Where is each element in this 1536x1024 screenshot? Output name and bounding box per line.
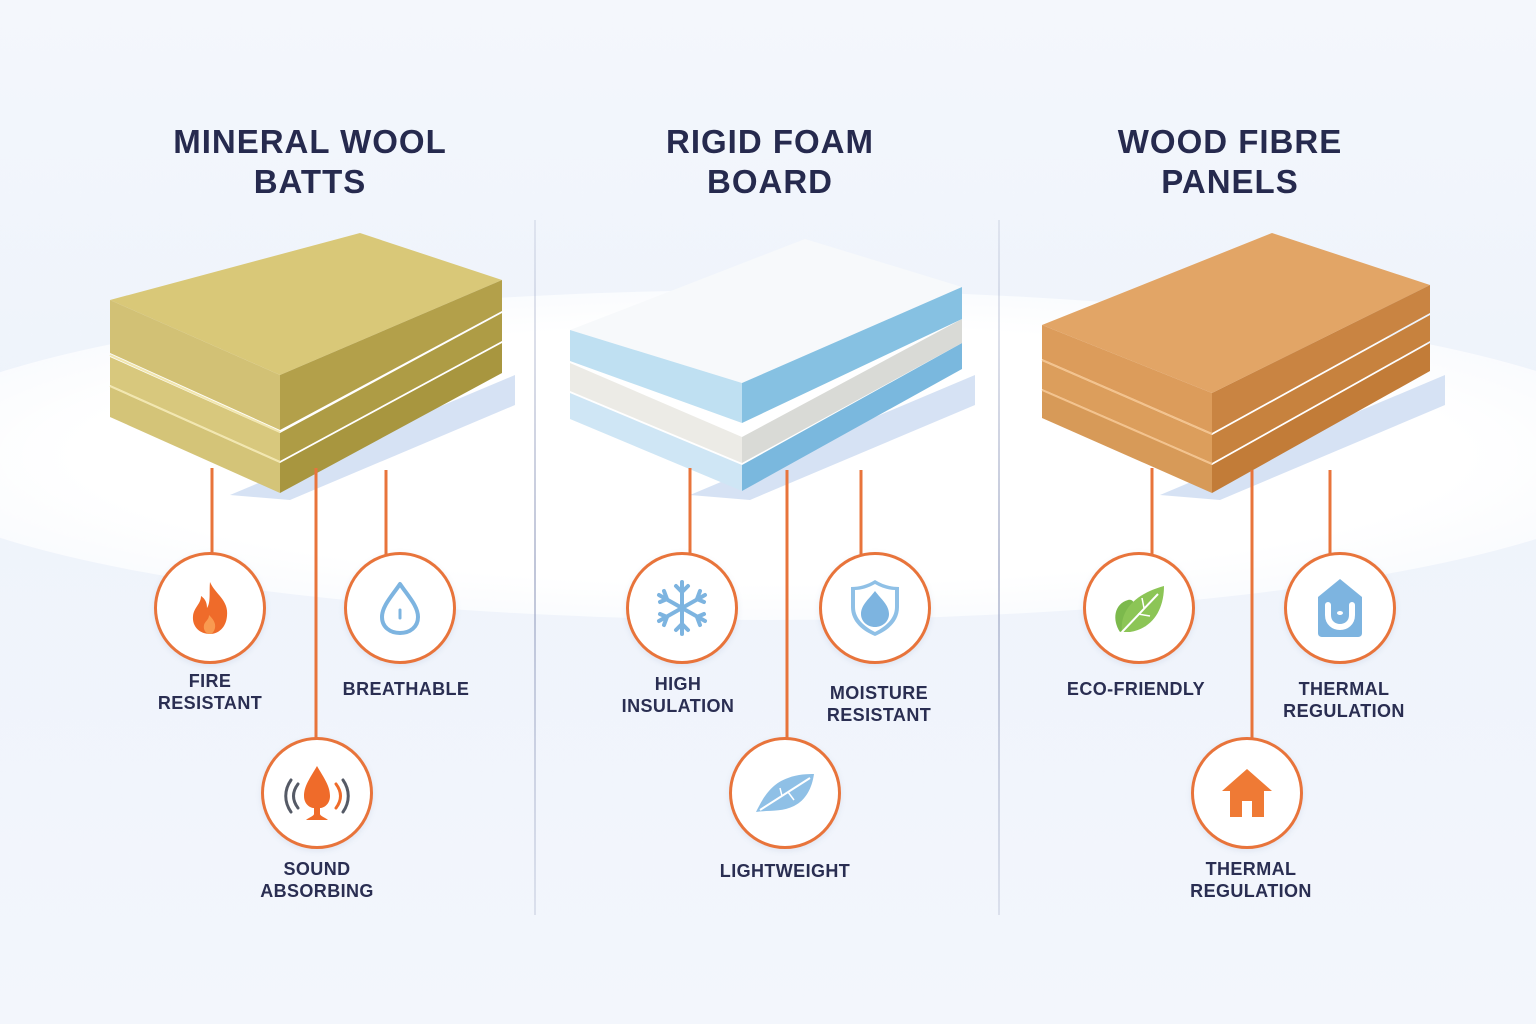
house-thermal-icon xyxy=(1318,579,1362,637)
column-title-wood-fibre: WOOD FIBRE PANELS xyxy=(1000,122,1460,202)
feature-moisture-resistant xyxy=(819,552,931,664)
feature-label: MOISTURE RESISTANT xyxy=(826,683,932,725)
connector-line xyxy=(785,470,789,740)
title-line-2: BATTS xyxy=(253,163,367,200)
column-title-rigid-foam: RIGID FOAM BOARD xyxy=(540,122,1000,202)
column-divider-2 xyxy=(998,220,1000,915)
title-line-1: RIGID FOAM xyxy=(666,123,874,160)
feature-thermal-regulation-2 xyxy=(1191,737,1303,849)
connector-line xyxy=(1250,470,1254,740)
feature-label: FIRE RESISTANT xyxy=(157,671,263,713)
house-icon xyxy=(1222,769,1272,817)
connector-line xyxy=(859,470,863,556)
title-line-1: WOOD FIBRE xyxy=(1117,123,1343,160)
feature-lightweight xyxy=(729,737,841,849)
title-line-1: MINERAL WOOL xyxy=(173,123,447,160)
column-divider-1 xyxy=(534,220,536,915)
connector-line xyxy=(314,468,318,740)
feature-label: LIGHTWEIGHT xyxy=(719,861,851,881)
mineral-wool-stack-image xyxy=(109,233,515,500)
feather-leaf-icon xyxy=(756,774,814,812)
connector-line xyxy=(1150,468,1154,554)
flame-icon xyxy=(192,582,228,634)
feature-eco-friendly xyxy=(1083,552,1195,664)
connector-line xyxy=(384,470,388,556)
connector-line xyxy=(1328,470,1332,556)
feature-label: HIGH INSULATION xyxy=(621,674,735,716)
feature-breathable xyxy=(344,552,456,664)
feature-label: BREATHABLE xyxy=(342,679,470,699)
feature-label: ECO-FRIENDLY xyxy=(1066,679,1206,699)
feature-sound-absorbing xyxy=(261,737,373,849)
wood-fibre-stack-image xyxy=(1041,233,1445,500)
feature-fire-resistant xyxy=(154,552,266,664)
feature-label: SOUND ABSORBING xyxy=(260,859,374,901)
feature-label: THERMAL REGULATION xyxy=(1190,859,1312,901)
column-title-mineral-wool: MINERAL WOOL BATTS xyxy=(80,122,540,202)
rigid-foam-stack-image xyxy=(570,239,975,500)
title-line-2: BOARD xyxy=(707,163,833,200)
leaf-icon xyxy=(1115,586,1164,633)
connector-line xyxy=(688,468,692,554)
connector-line xyxy=(210,468,214,554)
snowflake-icon xyxy=(657,580,707,636)
sound-absorbing-icon xyxy=(284,766,350,820)
feature-high-insulation xyxy=(626,552,738,664)
feature-thermal-regulation xyxy=(1284,552,1396,664)
title-line-2: PANELS xyxy=(1161,163,1299,200)
shield-drop-icon xyxy=(851,580,899,636)
water-drop-icon xyxy=(380,582,420,635)
feature-label: THERMAL REGULATION xyxy=(1283,679,1405,721)
